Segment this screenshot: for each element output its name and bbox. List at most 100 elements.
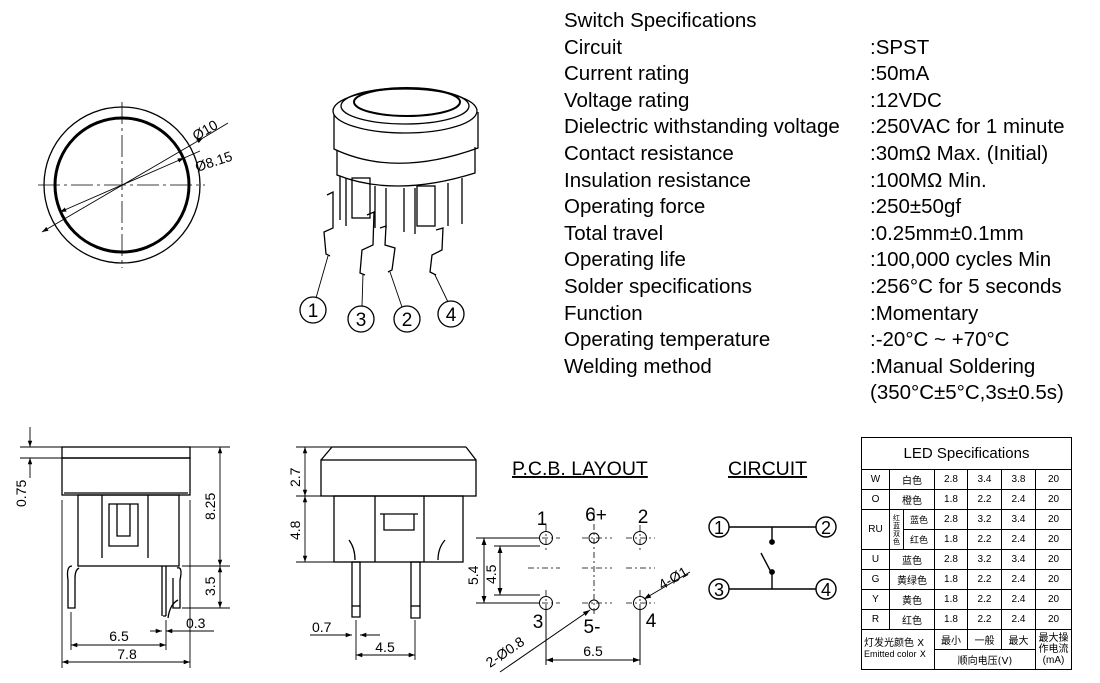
table-row: U 蓝色 2.8 3.2 3.4 20 bbox=[861, 549, 1072, 570]
front-view bbox=[320, 446, 477, 619]
led-vmax: 2.4 bbox=[1001, 609, 1036, 630]
led-current: 20 bbox=[1035, 469, 1072, 490]
top-view bbox=[38, 102, 229, 268]
emitted-color-x2: X bbox=[919, 650, 926, 660]
led-vtyp: 2.2 bbox=[967, 589, 1002, 610]
table-row: G 黄绿色 1.8 2.2 2.4 20 bbox=[861, 569, 1072, 590]
spec-value: (350°C±5°C,3s±0.5s) bbox=[870, 381, 1064, 405]
pcb-layout bbox=[476, 510, 691, 673]
spec-label: Total travel bbox=[564, 221, 664, 245]
spec-value: :50mA bbox=[870, 62, 930, 86]
led-vmax: 2.4 bbox=[1001, 589, 1036, 610]
table-row: W 白色 2.8 3.4 3.8 20 bbox=[861, 469, 1072, 490]
led-vtyp: 2.2 bbox=[967, 529, 1002, 550]
led-color: 黄色 bbox=[889, 589, 935, 610]
table-row: Y 黄色 1.8 2.2 2.4 20 bbox=[861, 589, 1072, 610]
pcb-hole-4: 4-Ø1 bbox=[656, 563, 691, 593]
spec-row: Operating life:100,000 cycles Min bbox=[564, 247, 1051, 274]
pcb-dim-4-5: 4.5 bbox=[483, 564, 499, 584]
table-row: RU 红蓝双色 蓝色 2.8 3.2 3.4 20 bbox=[861, 509, 1072, 550]
pcb-dim-5-4: 5.4 bbox=[465, 565, 481, 585]
spec-label: Contact resistance bbox=[564, 141, 734, 165]
led-vtyp: 3.4 bbox=[967, 469, 1002, 490]
spec-row: Insulation resistance:100MΩ Min. bbox=[564, 168, 987, 195]
table-footer-row: 灯发光颜色 X Emitted color X 最小 一般 最大 最大操 作电流… bbox=[861, 629, 1072, 670]
spec-label: Welding method bbox=[564, 354, 712, 378]
table-row: 红色 1.8 2.2 2.4 20 bbox=[862, 529, 1072, 550]
spec-value: :100MΩ Min. bbox=[870, 168, 987, 192]
vf-max-header: 最大 bbox=[1001, 629, 1036, 650]
spec-row: Solder specifications :256°C for 5 second… bbox=[564, 274, 1062, 301]
circuit-node-1: 1 bbox=[714, 518, 724, 538]
led-vmin: 1.8 bbox=[934, 609, 968, 630]
spec-value: :12VDC bbox=[870, 88, 942, 112]
led-table-title: LED Specifications bbox=[861, 437, 1072, 470]
led-code: U bbox=[861, 549, 890, 570]
led-code: Y bbox=[861, 589, 890, 610]
dim-cap-height: 0.75 bbox=[13, 480, 29, 507]
max-current-unit: (mA) bbox=[1042, 655, 1065, 666]
led-group: 红蓝双色 bbox=[889, 509, 904, 550]
led-vmax: 3.4 bbox=[1001, 509, 1036, 530]
spec-value: :SPST bbox=[870, 35, 930, 59]
spec-row: Circuit :SPST bbox=[564, 35, 929, 62]
led-color: 蓝色 bbox=[903, 509, 935, 530]
led-current: 20 bbox=[1035, 529, 1072, 550]
max-current-line2: 作电流 bbox=[1038, 644, 1069, 655]
circuit-diagram bbox=[708, 516, 837, 600]
led-vtyp: 3.2 bbox=[967, 549, 1002, 570]
spec-row: Contact resistance :30mΩ Max. (Initial) bbox=[564, 141, 1048, 168]
dim-pin-length: 3.5 bbox=[202, 576, 218, 596]
table-footer-row: 顺向电压(V) bbox=[862, 649, 1072, 670]
pcb-pad-2: 2 bbox=[638, 507, 649, 528]
spec-label: Voltage rating bbox=[564, 88, 690, 112]
led-current: 20 bbox=[1035, 569, 1072, 590]
circuit-node-2: 2 bbox=[821, 518, 831, 538]
spec-row: Total travel:0.25mm±0.1mm bbox=[564, 221, 1024, 248]
vf-min-header: 最小 bbox=[934, 629, 968, 650]
led-color: 白色 bbox=[889, 469, 935, 490]
led-code: RU bbox=[861, 509, 890, 550]
spec-row: Voltage rating :12VDC bbox=[564, 88, 942, 115]
led-color: 橙色 bbox=[889, 489, 935, 510]
led-vmin: 2.8 bbox=[934, 549, 968, 570]
pcb-pad-3: 3 bbox=[533, 612, 544, 633]
spec-label: Dielectric withstanding voltage bbox=[564, 115, 840, 139]
led-vmax: 3.8 bbox=[1001, 469, 1036, 490]
emitted-color-cn: 灯发光颜色 bbox=[864, 638, 914, 649]
pin-label-3: 3 bbox=[356, 310, 367, 331]
pcb-pad-1: 1 bbox=[537, 509, 548, 530]
spec-row: Current rating:50mA bbox=[564, 61, 929, 88]
led-vtyp: 2.2 bbox=[967, 609, 1002, 630]
led-vmin: 2.8 bbox=[934, 509, 968, 530]
pin-label-1: 1 bbox=[308, 301, 319, 322]
spec-label: Operating temperature bbox=[564, 328, 771, 352]
pcb-dim-6-5: 6.5 bbox=[583, 643, 603, 659]
spec-row: Operating temperature:-20°C ~ +70°C bbox=[564, 327, 1009, 354]
spec-row: Dielectric withstanding voltage:250VAC f… bbox=[564, 114, 1064, 141]
spec-row: (350°C±5°C,3s±0.5s) bbox=[564, 380, 1064, 407]
led-color: 蓝色 bbox=[889, 549, 935, 570]
spec-label: Operating force bbox=[564, 195, 706, 219]
spec-label: Solder specifications bbox=[564, 274, 753, 298]
led-current: 20 bbox=[1035, 609, 1072, 630]
led-code: W bbox=[861, 469, 890, 490]
led-current: 20 bbox=[1035, 509, 1072, 530]
side-view bbox=[61, 446, 191, 619]
spec-value: :256°C for 5 seconds bbox=[870, 274, 1062, 298]
emitted-color-header: 灯发光颜色 X Emitted color X bbox=[861, 629, 935, 670]
iso-view bbox=[299, 87, 479, 333]
max-current-header: 最大操 作电流 (mA) bbox=[1035, 629, 1072, 670]
table-row: O 橙色 1.8 2.2 2.4 20 bbox=[861, 489, 1072, 510]
spec-value: :30mΩ Max. (Initial) bbox=[870, 141, 1049, 165]
spec-label: Circuit bbox=[564, 35, 623, 59]
led-vmin: 1.8 bbox=[934, 529, 968, 550]
led-vmin: 1.8 bbox=[934, 569, 968, 590]
led-vtyp: 2.2 bbox=[967, 569, 1002, 590]
led-code: O bbox=[861, 489, 890, 510]
front-view-dims bbox=[296, 446, 416, 660]
dim-outer-diameter: Ø10 bbox=[190, 116, 221, 143]
pcb-pad-6: 6+ bbox=[585, 505, 607, 526]
